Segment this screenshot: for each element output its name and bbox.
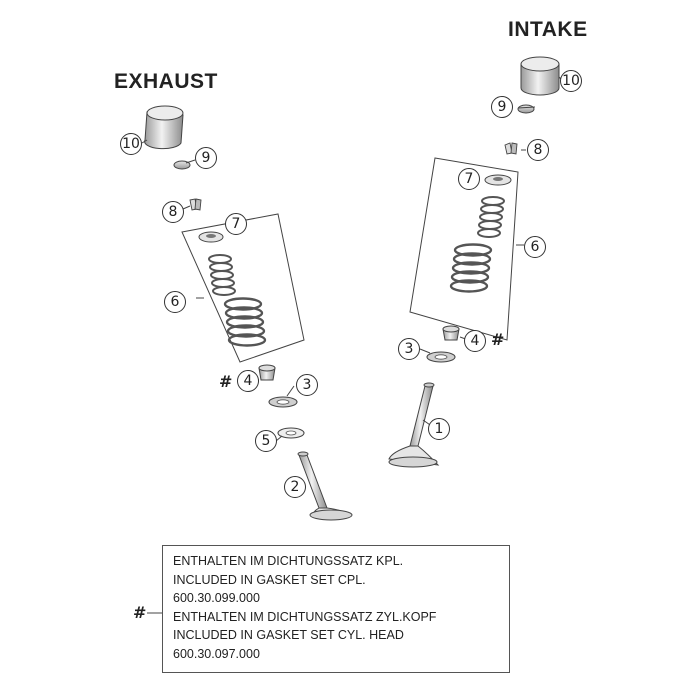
callout-intake-7: 7 [458, 168, 480, 190]
callout-exhaust-2: 2 [284, 476, 306, 498]
callout-exhaust-4: 4 [237, 370, 259, 392]
intake-valve-stem-seal [442, 325, 460, 341]
callout-exhaust-10: 10 [120, 133, 142, 155]
legend-line-6: 600.30.097.000 [173, 646, 260, 661]
callout-intake-3: 3 [398, 338, 420, 360]
exhaust-bucket-tappet [144, 105, 184, 150]
intake-inner-spring [477, 196, 505, 238]
callout-exhaust-3: 3 [296, 374, 318, 396]
intake-outer-spring [449, 243, 493, 293]
callout-exhaust-9: 9 [195, 147, 217, 169]
callout-intake-9: 9 [491, 96, 513, 118]
intake-spring-box [409, 157, 524, 341]
exhaust-leader-lines [141, 139, 295, 442]
intake-valve-keepers [504, 142, 518, 155]
exhaust-valve-keepers [189, 198, 202, 211]
legend-line-5: INCLUDED IN GASKET SET CYL. HEAD [173, 628, 404, 643]
callout-intake-1: 1 [428, 418, 450, 440]
gasket-set-legend: ENTHALTEN IM DICHTUNGSSATZ KPL. INCLUDED… [162, 545, 510, 673]
callout-exhaust-5: 5 [255, 430, 277, 452]
exhaust-outer-spring [223, 297, 267, 347]
intake-hash-mark: # [491, 330, 505, 349]
legend-hash-mark: # [133, 603, 147, 622]
intake-spring-retainer [484, 174, 512, 186]
intake-spring-seat [426, 351, 456, 363]
legend-line-3: 600.30.099.000 [173, 591, 260, 606]
callout-exhaust-8: 8 [162, 201, 184, 223]
callout-intake-10: 10 [560, 70, 582, 92]
callout-exhaust-6: 6 [164, 291, 186, 313]
intake-bucket-tappet [520, 56, 560, 96]
exhaust-valve [297, 451, 353, 521]
intake-shim [517, 104, 535, 114]
exhaust-hash-mark: # [219, 372, 233, 391]
callout-exhaust-7: 7 [225, 213, 247, 235]
legend-line-2: INCLUDED IN GASKET SET CPL. [173, 572, 366, 587]
callout-intake-6: 6 [524, 236, 546, 258]
callout-intake-4: 4 [464, 330, 486, 352]
exhaust-spring-seat [268, 396, 298, 408]
exhaust-washer [277, 427, 305, 439]
callout-intake-8: 8 [527, 139, 549, 161]
exhaust-title: EXHAUST [114, 70, 218, 93]
legend-line-4: ENTHALTEN IM DICHTUNGSSATZ ZYL.KOPF [173, 609, 437, 624]
exhaust-spring-retainer [198, 231, 224, 243]
legend-line-1: ENTHALTEN IM DICHTUNGSSATZ KPL. [173, 554, 404, 568]
exhaust-valve-stem-seal [258, 364, 276, 381]
exhaust-inner-spring [208, 254, 236, 296]
intake-valve [388, 382, 440, 468]
intake-title: INTAKE [508, 18, 588, 41]
